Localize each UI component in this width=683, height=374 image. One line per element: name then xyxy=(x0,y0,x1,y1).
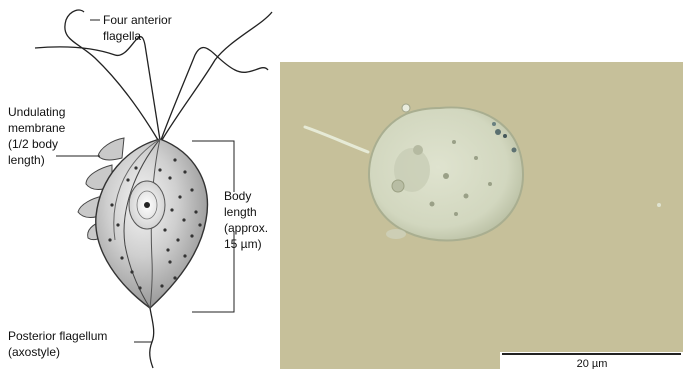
label-anterior-flagella-1: Four anterior xyxy=(103,13,172,27)
trichomonas-diagram: Four anterior flagella Undulating membra… xyxy=(8,10,272,368)
label-undulating-membrane-1: Undulating xyxy=(8,105,65,119)
label-posterior-flagellum-1: Posterior flagellum xyxy=(8,329,107,343)
micrograph-cell xyxy=(369,107,523,240)
label-undulating-membrane-4: length) xyxy=(8,153,45,167)
label-undulating-membrane-2: membrane xyxy=(8,121,66,135)
label-body-length-2: length xyxy=(224,205,257,219)
nucleus xyxy=(129,181,165,229)
micrograph-particle xyxy=(657,203,661,207)
micrograph: 20 µm xyxy=(280,62,683,369)
label-anterior-flagella-2: flagella xyxy=(103,29,141,43)
label-posterior-flagellum-2: (axostyle) xyxy=(8,345,60,359)
scale-bar-label: 20 µm xyxy=(577,358,608,369)
label-body-length-4: 15 µm) xyxy=(224,237,262,251)
micrograph-particle xyxy=(402,104,410,112)
posterior-flagellum xyxy=(150,308,154,368)
label-body-length-1: Body xyxy=(224,189,251,203)
label-body-length-3: (approx. xyxy=(224,221,268,235)
label-undulating-membrane-3: (1/2 body xyxy=(8,137,58,151)
scale-bar: 20 µm xyxy=(500,352,683,369)
anterior-flagella xyxy=(35,10,272,140)
